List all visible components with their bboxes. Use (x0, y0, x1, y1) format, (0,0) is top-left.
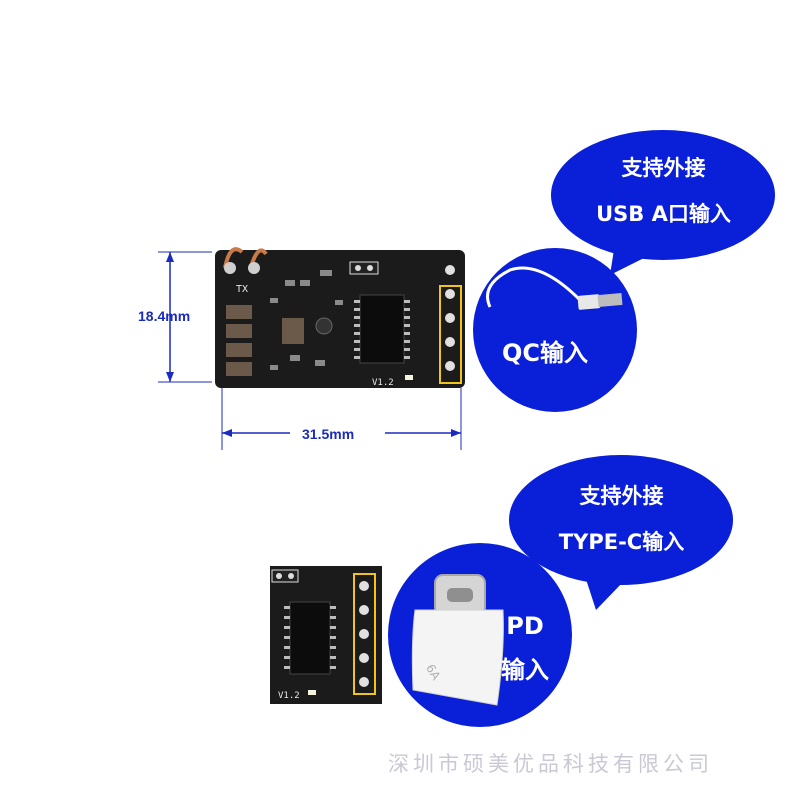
height-dimension-label: 18.4mm (138, 308, 191, 324)
bottom-board-figure: V1.2 (270, 566, 382, 704)
circle-usb-a (473, 248, 637, 412)
top-board-figure: TX V1.2 (158, 247, 465, 450)
bubble-top-line1: 支持外接 (621, 156, 706, 180)
watermark: 深圳市硕美优品科技有限公司 (388, 752, 713, 776)
width-dimension-label: 31.5mm (302, 426, 355, 442)
bubble-bottom-line2: TYPE-C输入 (558, 530, 685, 554)
speech-bubble-bottom (509, 455, 733, 610)
bubble-top-line2: USB A口输入 (596, 202, 731, 226)
version-silkscreen: V1.2 (372, 378, 394, 388)
circle-type-c-line2: 输入 (501, 656, 549, 684)
bubble-bottom-line1: 支持外接 (579, 484, 664, 508)
circle-type-c: 6A (388, 543, 572, 727)
circle-usb-a-label: QC输入 (501, 339, 588, 367)
speech-bubble-top (551, 130, 775, 275)
circle-type-c-line1: PD (506, 612, 544, 640)
tx-silkscreen: TX (236, 284, 248, 295)
bottom-version-silkscreen: V1.2 (278, 691, 300, 701)
